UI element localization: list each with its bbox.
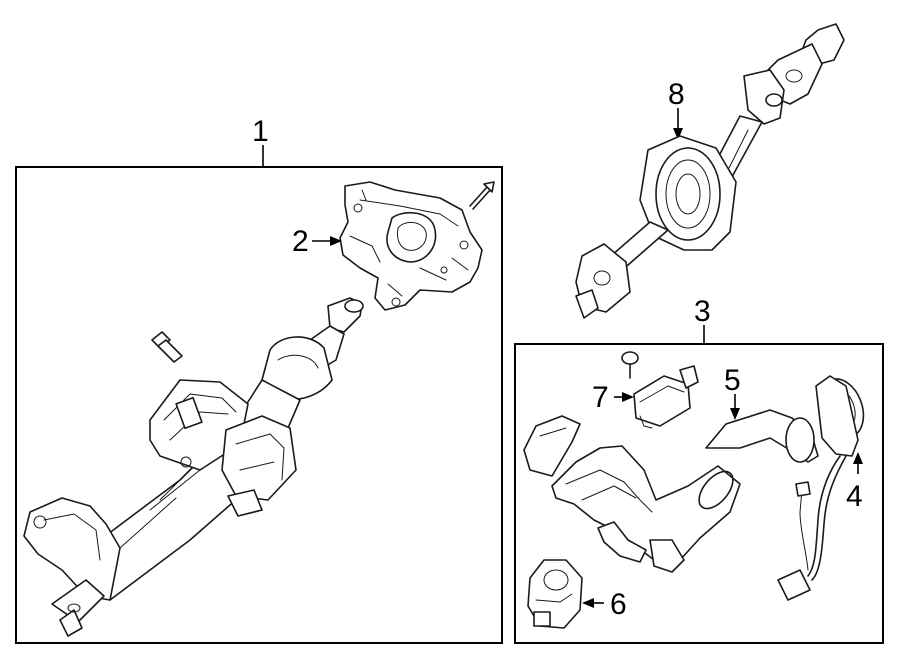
callout-arrow-2 bbox=[330, 236, 342, 246]
callout-label-1: 1 bbox=[252, 115, 269, 148]
part-8-intermediate-shaft bbox=[575, 23, 845, 319]
callout-arrow-5 bbox=[730, 408, 740, 420]
part-4-ignition-switch bbox=[777, 375, 865, 601]
callout-label-6: 6 bbox=[610, 588, 627, 621]
callout-label-3: 3 bbox=[694, 295, 711, 328]
callout-label-7: 7 bbox=[592, 381, 609, 414]
small-cover bbox=[523, 415, 581, 477]
part-1-steering-column bbox=[23, 297, 364, 637]
callout-arrow-6 bbox=[582, 598, 594, 608]
bolt-left bbox=[151, 331, 183, 363]
callout-arrow-7 bbox=[622, 392, 634, 402]
callout-arrow-4 bbox=[853, 452, 863, 464]
part-3-lock-housing bbox=[551, 445, 741, 573]
callout-label-5: 5 bbox=[724, 364, 741, 397]
part-6-lock-actuator bbox=[527, 559, 583, 629]
part-2-column-housing-bracket bbox=[339, 181, 483, 311]
callout-label-8: 8 bbox=[668, 78, 685, 111]
callout-arrow-8 bbox=[673, 128, 683, 140]
part-7-switch-module bbox=[633, 365, 699, 429]
part-5-cover-bracket bbox=[705, 409, 819, 463]
callout-label-2: 2 bbox=[292, 225, 309, 258]
small-screw bbox=[621, 351, 639, 379]
group-frame-1 bbox=[15, 166, 503, 644]
callout-label-4: 4 bbox=[846, 480, 863, 513]
bolt-upper bbox=[469, 181, 495, 210]
group-frame-3 bbox=[514, 343, 884, 644]
